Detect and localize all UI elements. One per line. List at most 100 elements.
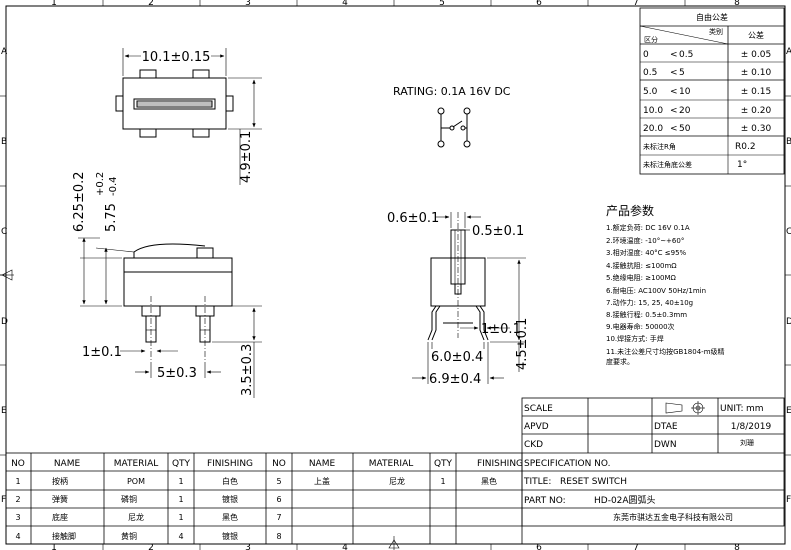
dwn-label: DWN [654, 440, 677, 450]
bom-header: NO [272, 459, 286, 469]
svg-text:2: 2 [15, 495, 20, 504]
svg-text:白色: 白色 [222, 476, 238, 486]
svg-text:4: 4 [178, 532, 183, 541]
svg-text:接触脚: 接触脚 [52, 531, 76, 541]
svg-text:1: 1 [178, 513, 183, 522]
svg-text:± 0.30: ± 0.30 [741, 124, 772, 134]
draft-angle-value: 1° [737, 160, 747, 170]
svg-text:± 0.15: ± 0.15 [741, 87, 771, 97]
dim-side-height-b: 5.75 [104, 203, 119, 232]
tolerance-row: 0.5 < 5 ± 0.10 [643, 68, 771, 78]
col-number: 2 [148, 543, 154, 550]
svg-text:5: 5 [679, 68, 685, 78]
svg-text:6: 6 [276, 495, 281, 504]
dim-side-height-b-tol-plus: +0.2 [95, 172, 106, 196]
unit-label: UNIT: [720, 404, 744, 414]
bom-header: NAME [309, 459, 336, 469]
part-value: HD-02A圆弧头 [594, 494, 656, 506]
col-number: 7 [633, 0, 639, 8]
col-number: 1 [51, 0, 57, 8]
svg-text:0.5: 0.5 [643, 68, 657, 78]
svg-text:7: 7 [276, 513, 281, 522]
bom-row: 4 接触脚 黄铜 4 镀银 [15, 531, 238, 541]
title-block: SCALE UNIT: mm APVD DTAE 1/8/2019 CKD DW… [521, 397, 785, 527]
dim-pin-spacing: 5±0.3 [157, 366, 197, 381]
bom-row: 1 按柄 POM 1 白色 [15, 476, 238, 486]
side-view: 6.25±0.2 5.75 +0.2 -0.4 1±0.1 5±0.3 3.5±… [72, 171, 262, 398]
svg-text:0: 0 [643, 50, 649, 60]
dim-pin-length: 3.5±0.3 [240, 344, 255, 396]
row-letter: C [1, 227, 7, 237]
draft-angle-label: 未标注角底公差 [643, 160, 692, 169]
date-label: DTAE [654, 422, 678, 432]
title-label: TITLE: [523, 477, 551, 487]
svg-text:0.5: 0.5 [679, 50, 693, 60]
product-params: 产品参数 1.额定负荷: DC 16V 0.1A 2.环境温度: -10°~+6… [606, 203, 725, 366]
dim-top-height: 4.9±0.1 [239, 131, 254, 183]
svg-text:1: 1 [178, 477, 183, 486]
bom-row: 8 [276, 532, 281, 541]
row-letter: E [1, 406, 7, 416]
svg-text:尼龙: 尼龙 [389, 476, 405, 486]
bom-row: 2 弹簧 磷铜 1 镀银 [15, 494, 238, 504]
col-number: 6 [536, 0, 542, 8]
col-number: 4 [342, 0, 348, 8]
tolerance-row: 0 < 0.5 ± 0.05 [643, 50, 771, 60]
dim-front-inner: 6.0±0.4 [431, 350, 483, 365]
col-number: 3 [245, 0, 251, 8]
row-letter: B [786, 137, 791, 147]
tolerance-title: 自由公差 [696, 12, 728, 22]
switch-schematic-icon [437, 107, 471, 148]
row-letter: A [786, 47, 791, 57]
svg-text:5: 5 [276, 477, 281, 486]
dim-front-plunger: 0.5±0.1 [472, 224, 524, 239]
svg-text:弹簧: 弹簧 [52, 494, 68, 504]
row-letter: D [1, 317, 8, 327]
col-number: 7 [633, 543, 639, 550]
svg-text:3: 3 [15, 513, 20, 522]
bom-header: MATERIAL [114, 459, 159, 469]
col-number: 3 [245, 543, 251, 550]
svg-text:底座: 底座 [52, 512, 68, 522]
bom-header: FINISHING [207, 459, 253, 469]
params-title: 产品参数 [606, 203, 654, 218]
dwn-value: 刘珊 [740, 438, 754, 447]
tolerance-row: 5.0 < 10 ± 0.15 [643, 87, 771, 97]
svg-text:8: 8 [276, 532, 281, 541]
svg-text:POM: POM [127, 477, 145, 486]
svg-text:10.0: 10.0 [643, 106, 663, 116]
svg-text:尼龙: 尼龙 [128, 512, 144, 522]
tolerance-header-category: 类别 [709, 27, 723, 36]
dim-side-height: 6.25±0.2 [72, 171, 87, 232]
svg-text:磷铜: 磷铜 [121, 494, 137, 504]
bom-table: NO NAME MATERIAL QTY FINISHING NO NAME M… [5, 452, 523, 545]
dim-side-height-b-tol-minus: -0.4 [108, 176, 119, 196]
param-item: 3.相对湿度: 40°C ≤95% [606, 248, 687, 257]
tolerance-table: 自由公差 类别 区分 公差 0 < 0.5 ± 0.05 0.5 < 5 ± 0… [639, 7, 785, 175]
apvd-label: APVD [524, 422, 549, 432]
svg-text:镀银: 镀银 [222, 494, 238, 504]
spec-label: SPECIFICATION NO. [524, 459, 610, 469]
top-view: 10.1±0.15 4.9±0.1 [115, 48, 262, 185]
bom-header: QTY [434, 459, 453, 469]
bom-header: QTY [172, 459, 191, 469]
col-number: 8 [734, 0, 740, 8]
col-number: 8 [734, 543, 740, 550]
param-item: 8.接触行程: 0.5±0.3mm [606, 310, 687, 319]
svg-text:5.0: 5.0 [643, 87, 658, 97]
col-number: 4 [342, 543, 348, 550]
col-number: 2 [148, 0, 154, 8]
row-letter: A [1, 47, 8, 57]
dim-front-outer: 6.9±0.4 [429, 372, 481, 387]
ckd-label: CKD [524, 440, 543, 450]
tolerance-header-tol: 公差 [748, 30, 764, 40]
svg-text:20.0: 20.0 [643, 124, 663, 134]
row-letter: F [1, 495, 6, 505]
svg-text:10: 10 [679, 87, 691, 97]
unit-value: mm [746, 404, 764, 414]
svg-text:1: 1 [440, 477, 445, 486]
bom-header: FINISHING [477, 459, 523, 469]
tolerance-row: 20.0 < 50 ± 0.30 [643, 124, 771, 134]
svg-text:<: < [670, 87, 678, 97]
